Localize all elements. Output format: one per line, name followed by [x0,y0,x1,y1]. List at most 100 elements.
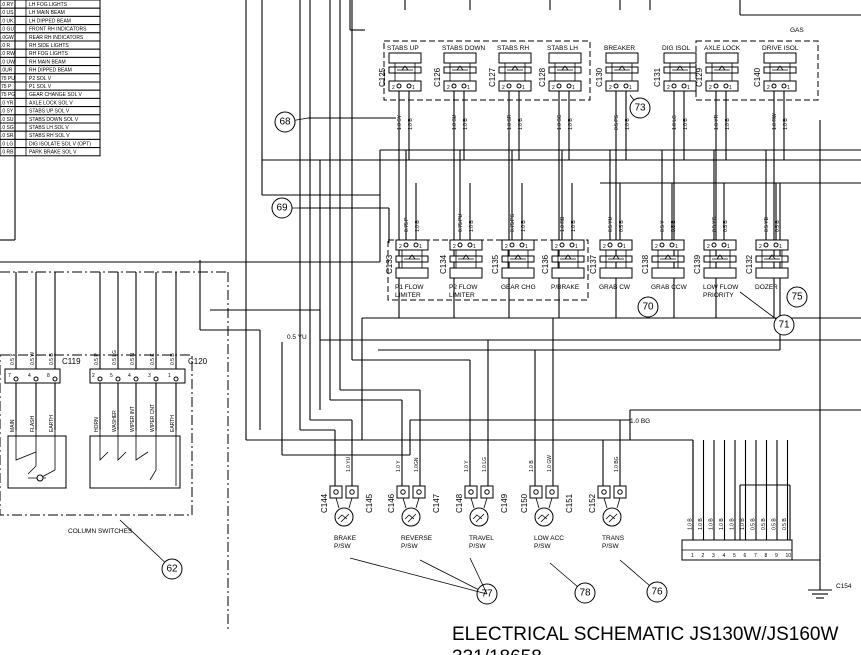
mid-valve-label: P2 FLOW [449,284,478,291]
terminal-pin-number: 5 [733,553,736,559]
svg-text:1: 1 [727,244,730,250]
svg-text:2: 2 [707,244,710,250]
switch-connector-a: C146 [387,493,396,513]
mid-valve-wire: 0.5 Y [660,220,666,232]
stabs-valve-group-box [383,40,591,101]
mid-valve-label: GEAR CHG [501,284,536,291]
legend-code: .0 GU [1,27,14,33]
switch-wire-label: 1.0GN [414,457,420,472]
terminal-wire-label: 0.5 B [772,518,778,530]
legend-desc: DIG ISOLATE SOL V (OPT) [29,141,91,147]
svg-text:2: 2 [552,85,555,91]
svg-text:2: 2 [655,244,658,250]
terminal-wire-label: 1.0 B [709,518,715,530]
mid-valve-earth: 0.5 B [723,220,729,232]
mid-valve-wire: 0.75 P [404,217,410,232]
callout-number: 73 [634,103,646,114]
valve-connector-id: C126 [433,67,442,87]
top-valve-earth: 1.0 B [518,118,524,130]
switch-label: LOW ACC [534,535,564,542]
valve-connector-id: C133 [385,254,394,274]
legend-desc: REAR RH INDICATORS [29,35,84,41]
svg-text:2: 2 [502,85,505,91]
svg-text:2: 2 [399,244,402,250]
legend-desc: GEAR CHANGE SOL V [29,92,83,98]
switch-wire-label: 1.0 Y [464,460,470,472]
legend-code: .0 R [1,43,11,49]
column-right-wire: 0.5 LG [112,350,118,365]
legend-code: 75 PU [1,76,15,82]
valve-connector-id: C129 [695,67,704,87]
column-right-wire: 0.5 B [170,353,176,365]
switch-connector-b: C151 [565,493,574,513]
legend-code: .0 RW [1,51,15,57]
switch-label-line2: P/SW [334,543,351,550]
terminal-pin-number: 10 [786,553,792,559]
terminal-wire-label: 1.0 B [740,518,746,530]
terminal-wire-label: 1.0 B [688,518,694,530]
legend-desc: STABS LH SOL V [29,125,69,131]
column-right-wire: 0.5 K [150,353,156,365]
switch-connector-b: C149 [500,493,509,513]
legend-desc: P2 SOL V [29,76,52,82]
svg-text:1: 1 [623,244,626,250]
legend-code: .0 US [1,10,14,16]
top-valve-earth: 1.0 B [568,118,574,130]
svg-text:2: 2 [453,244,456,250]
svg-text:1: 1 [522,85,525,91]
column-right-label: WIPER INT [130,406,136,432]
terminal-pin-number: 1 [691,553,694,559]
valve-connector-id: C139 [693,254,702,274]
top-valve-label: BREAKER [604,45,635,52]
switch-wire-label: 1.0 GW [547,455,553,472]
legend-code: .0 RY [1,2,14,8]
legend-desc: AXLE LOCK SOL V [29,100,73,106]
legend-code: .0 YR [1,100,14,106]
terminal-pins: 11.0 B21.0 B31.0 B41.0 B51.0 B61.0 B70.5… [688,440,792,559]
terminal-wire-label: 0.5 B [782,518,788,530]
callout-number: 69 [276,203,288,214]
callout-circle [271,197,293,219]
terminal-pin-number: 4 [723,553,726,559]
top-valve-wire: 0.5 PS [614,114,620,130]
legend-desc: RH MAIN BEAM [29,59,66,65]
mid-valve-wire: 0.75 PG [510,214,516,232]
switch-connector-a: C144 [320,493,329,513]
legend-code: .0 SR [1,133,14,139]
switch-connector-b: C145 [365,493,374,513]
legend-desc: PARK BRAKE SOL V [29,150,77,156]
column-left-label: EARTH [49,415,55,432]
column-switches-title: COLUMN SWITCHES [68,528,133,535]
valve-connector-id: C134 [439,254,448,274]
svg-text:1: 1 [168,373,171,379]
switch-wire-label: 1.0 B [529,460,535,472]
mid-valve-wire: 0.5 YG [712,216,718,232]
top-valve-wire: 1.0 YR [714,114,720,130]
callout-circle [574,582,596,604]
callout-circle [161,558,183,580]
callout-circle [773,314,795,336]
callout-circle [637,296,659,318]
svg-text:1: 1 [779,244,782,250]
column-connector-right: C120 [188,357,208,366]
legend-code: .0 SU [1,117,14,123]
svg-text:4: 4 [28,373,31,379]
callout-number: 62 [166,564,178,575]
wire-label-yu: 0.5 YU [287,334,307,341]
top-fragment-label: GAS [790,27,804,34]
column-left-wire: 0.5 B [49,353,55,365]
terminal-pin-number: 8 [765,553,768,559]
valve-connector-id: C132 [745,254,754,274]
mid-valve-label: P1 FLOW [395,284,424,291]
svg-text:1: 1 [787,85,790,91]
callout-number: 70 [642,302,654,313]
